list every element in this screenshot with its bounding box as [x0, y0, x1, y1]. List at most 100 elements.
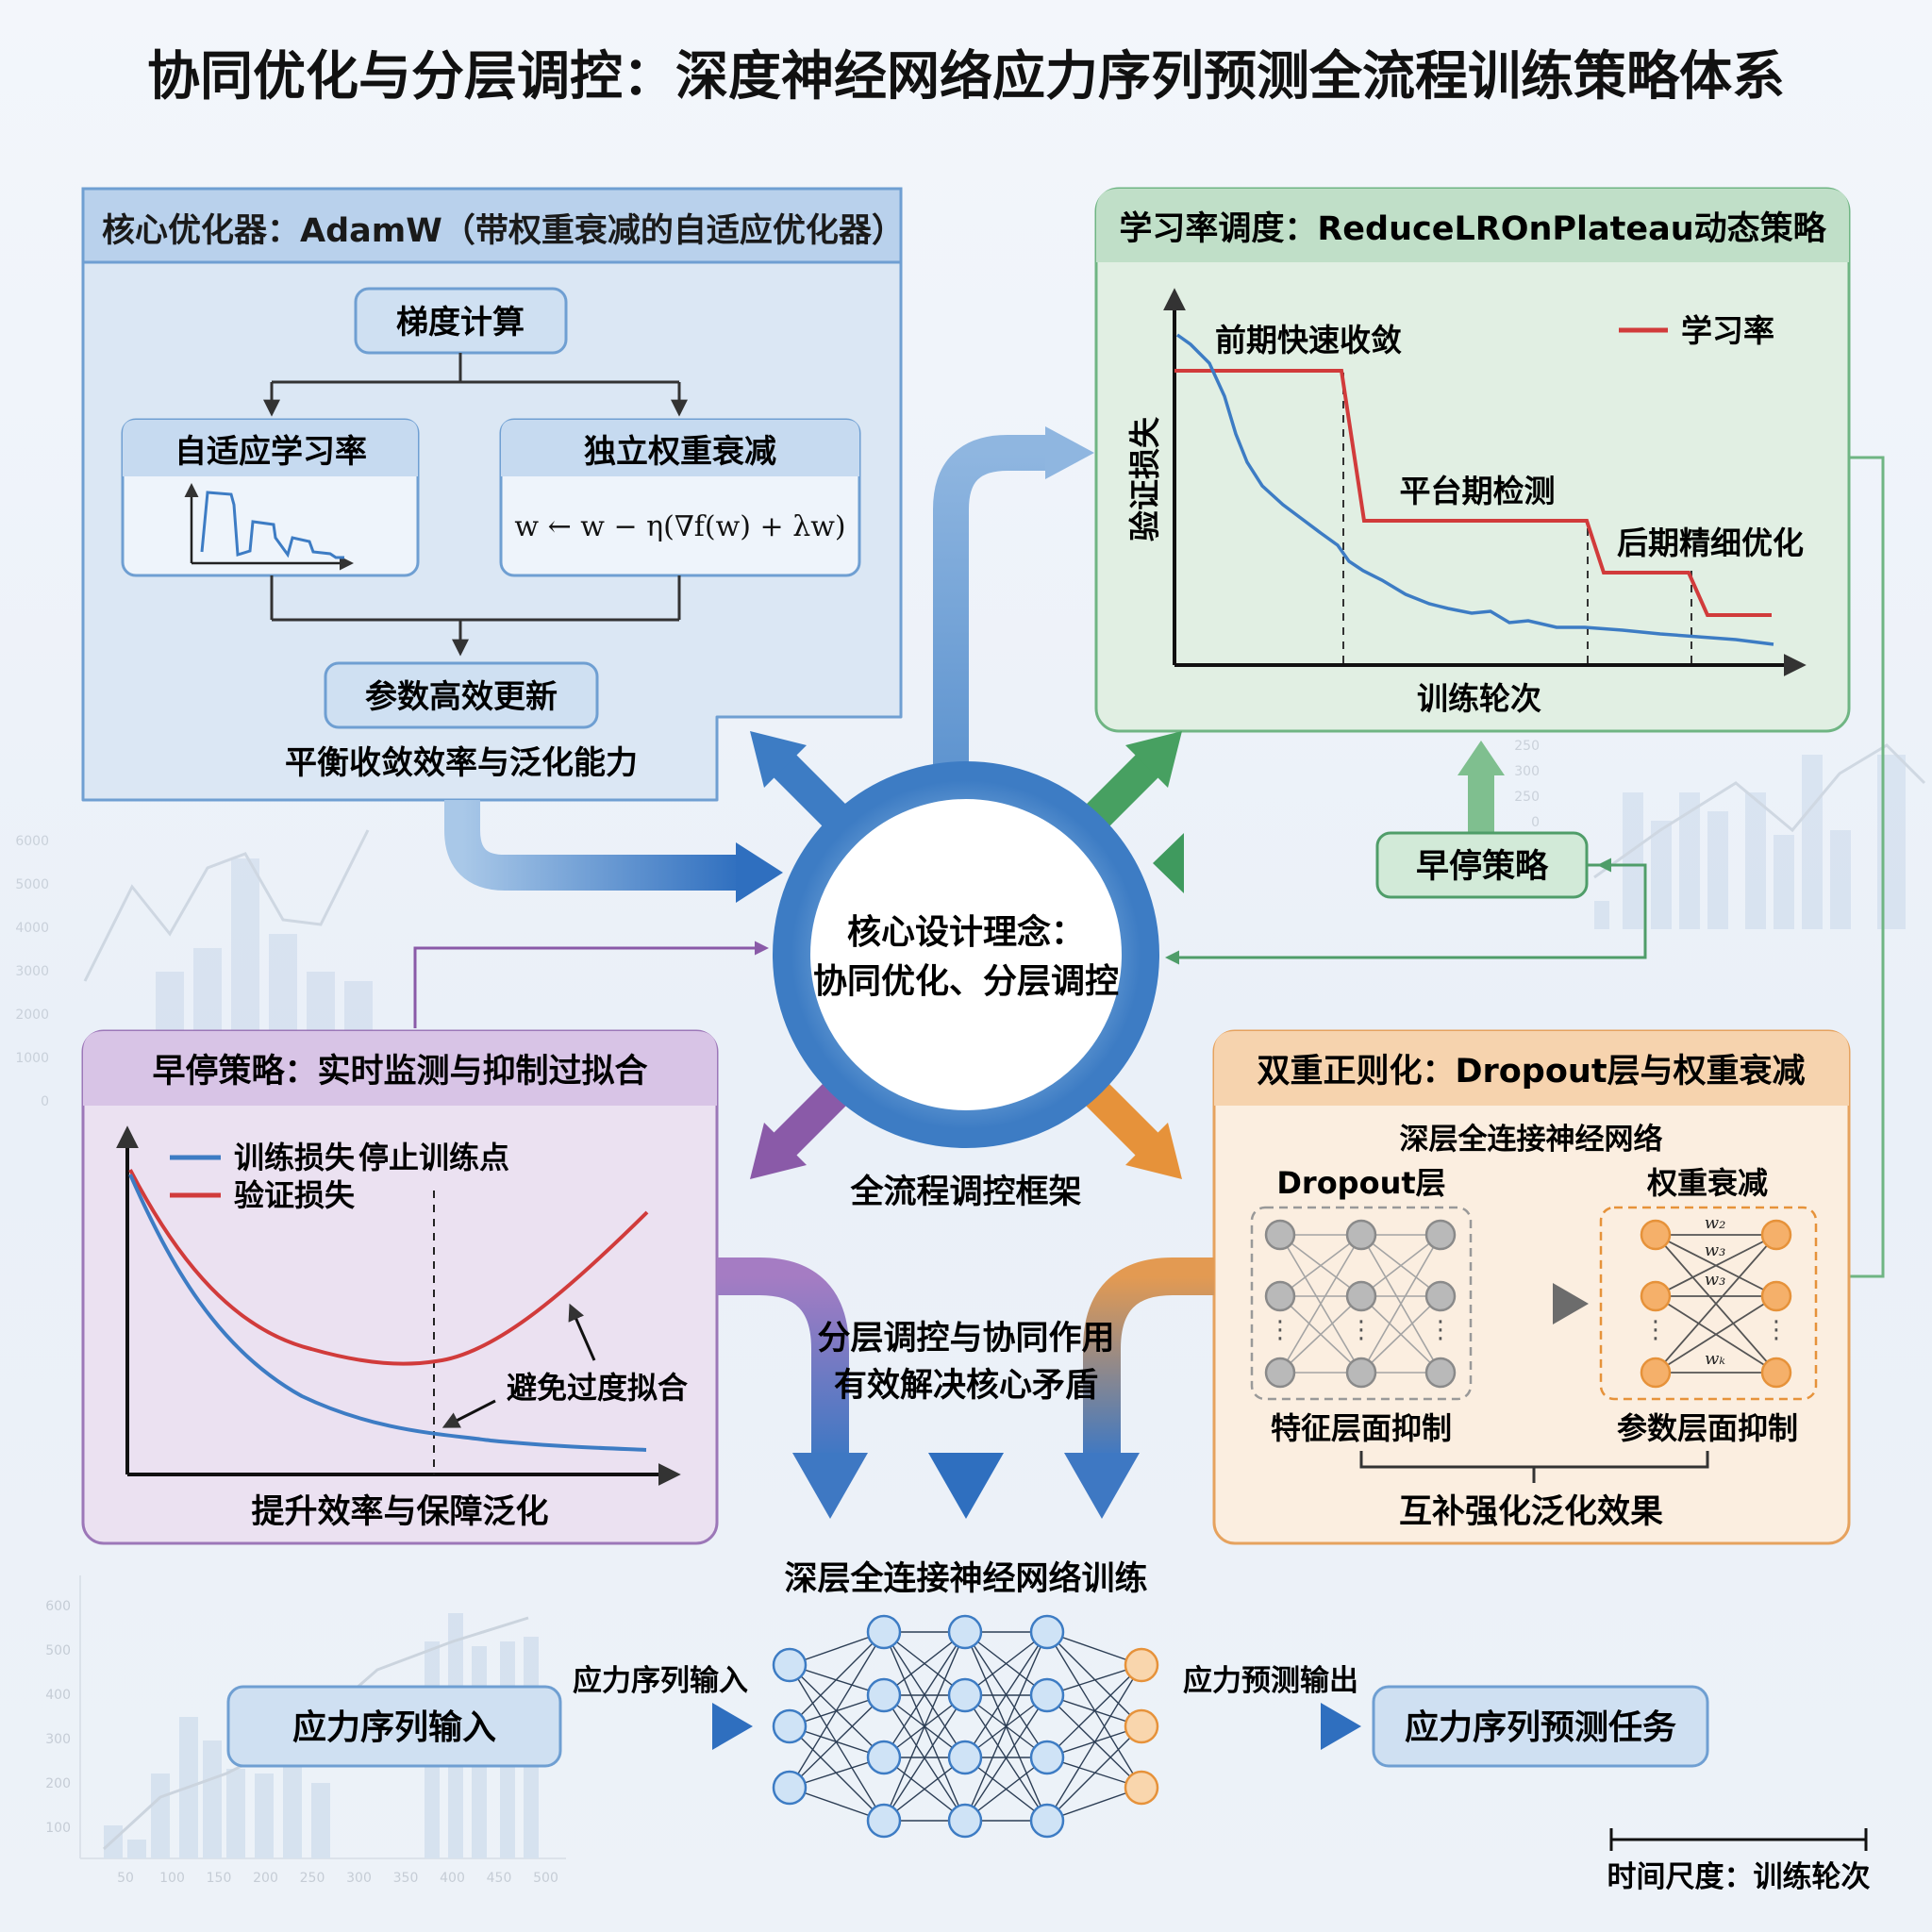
early-stop-chart: 训练损失 停止训练点 验证损失 避免过度拟合: [116, 1125, 688, 1486]
input-box-label: 应力序列输入: [292, 1708, 496, 1747]
regularization-scheduler-link: [1849, 456, 1885, 1278]
network-node: [1640, 1280, 1672, 1312]
network-node: [866, 1677, 902, 1713]
train-loss-legend: 训练损失: [234, 1140, 356, 1175]
network-node: [1640, 1357, 1672, 1389]
network-node: [1124, 1647, 1159, 1683]
network-edge: [1046, 1631, 1142, 1727]
avoid-overfit-label: 避免过度拟合: [507, 1370, 688, 1406]
background-tick-label: 300: [1514, 764, 1540, 779]
adamw-formula: w ← w − η(∇f(w) + λw): [514, 510, 845, 543]
network-node: [772, 1770, 808, 1806]
network-node: [1264, 1357, 1296, 1389]
network-node: [1029, 1803, 1065, 1839]
regularization-bracket: [1359, 1451, 1709, 1483]
ellipsis-marker: ⋮: [1268, 1316, 1292, 1344]
dropout-net-box: [1250, 1206, 1473, 1401]
param-suppression-label: 参数层面抑制: [1617, 1410, 1798, 1446]
output-arrow-label: 应力预测输出: [1183, 1664, 1358, 1698]
network-node: [866, 1803, 902, 1839]
background-tick-label: 1000: [15, 1051, 49, 1066]
early-phase-label: 前期快速收敛: [1215, 322, 1402, 358]
learning-rate-step-line: [1174, 369, 1772, 617]
regularization-subtitle: 深层全连接神经网络: [1400, 1123, 1663, 1157]
network-node: [866, 1740, 902, 1775]
training-loss-curve: [128, 1174, 647, 1452]
core-concept-line1: 核心设计理念：: [847, 912, 1085, 952]
network-edge: [1046, 1631, 1142, 1789]
main-neural-network: [772, 1614, 1159, 1839]
weight-symbol: w₃: [1705, 1270, 1726, 1290]
background-tick-label: 0: [1531, 815, 1540, 830]
network-node: [1424, 1219, 1457, 1251]
network-node: [1760, 1280, 1792, 1312]
network-node: [1345, 1219, 1377, 1251]
background-tick-label: 450: [487, 1871, 512, 1886]
network-node: [1029, 1614, 1065, 1650]
network-edge: [1655, 1295, 1777, 1374]
early-stop-tag: 早停策略: [1375, 831, 1589, 899]
network-node: [1424, 1280, 1457, 1312]
scheduler-header: 学习率调度：ReduceLROnPlateau动态策略: [1119, 209, 1826, 248]
network-node: [1424, 1357, 1457, 1389]
network-node: [1264, 1280, 1296, 1312]
background-tick-label: 400: [440, 1871, 465, 1886]
optimizer-header: 核心优化器：AdamW（带权重衰减的自适应优化器）: [102, 211, 905, 250]
network-node: [947, 1803, 983, 1839]
background-tick-label: 50: [117, 1871, 134, 1886]
hierarchy-line2: 有效解决核心矛盾: [834, 1367, 1098, 1405]
weight-symbol: w₂: [1705, 1213, 1726, 1233]
background-tick-label: 250: [1514, 739, 1540, 754]
update-box: [324, 661, 599, 729]
decay-network: ⋮⋮: [1640, 1219, 1792, 1389]
optimizer-caption: 平衡收敛效率与泛化能力: [285, 744, 638, 782]
network-node: [1345, 1357, 1377, 1389]
regularization-header: 双重正则化：Dropout层与权重衰减: [1257, 1053, 1805, 1091]
network-edge: [1279, 1234, 1362, 1297]
network-edge: [1360, 1234, 1441, 1297]
optimizer-panel: 核心优化器：AdamW（带权重衰减的自适应优化器） 梯度计算 自适应学习率 独立…: [81, 187, 905, 802]
decay-label: 独立权重衰减: [584, 433, 776, 471]
background-tick-label: 350: [393, 1871, 419, 1886]
validation-loss-curve: [1175, 333, 1774, 646]
network-edge: [1360, 1295, 1441, 1374]
scheduler-panel: 学习率调度：ReduceLROnPlateau动态策略 前期快速收敛 学习率 平…: [1094, 187, 1851, 733]
network-edge: [789, 1631, 885, 1727]
time-scale-bar: 时间尺度：训练轮次: [1607, 1828, 1871, 1894]
network-edge: [964, 1694, 1048, 1822]
network-edge: [964, 1631, 1048, 1696]
network-node: [1264, 1219, 1296, 1251]
background-tick-label: 6000: [15, 834, 49, 849]
network-edge: [789, 1694, 885, 1789]
background-tick-label: 100: [45, 1821, 71, 1836]
background-tick-label: 200: [45, 1776, 71, 1791]
network-edge: [1655, 1234, 1777, 1297]
network-node: [866, 1614, 902, 1650]
early-stop-tag-label: 早停策略: [1416, 848, 1549, 886]
early-stop-panel: 早停策略：实时监测与抑制过拟合 训练损失 停止训练点 验证损失 避免过度拟合 提…: [81, 1029, 719, 1545]
decay-net-box: [1599, 1206, 1818, 1401]
early-stop-header: 早停策略：实时监测与抑制过拟合: [152, 1053, 647, 1091]
network-edge: [883, 1694, 966, 1822]
network-node: [1345, 1280, 1377, 1312]
framework-label: 全流程调控框架: [849, 1173, 1081, 1211]
network-node: [947, 1614, 983, 1650]
regularization-panel: 双重正则化：Dropout层与权重衰减 深层全连接神经网络 Dropout层 权…: [1212, 1029, 1851, 1545]
network-node: [772, 1647, 808, 1683]
validation-loss-curve: [128, 1169, 649, 1366]
background-tick-label: 250: [300, 1871, 325, 1886]
network-edge: [789, 1725, 885, 1822]
page-title: 协同优化与分层调控：深度神经网络应力序列预测全流程训练策略体系: [147, 46, 1785, 108]
ellipsis-marker: ⋮: [1764, 1316, 1789, 1344]
scheduler-xlabel: 训练轮次: [1417, 680, 1541, 717]
background-tick-label: 300: [346, 1871, 372, 1886]
gradient-split-connector: [263, 353, 688, 417]
background-tick-label: 4000: [15, 921, 49, 936]
network-node: [1124, 1708, 1159, 1744]
network-node: [1029, 1677, 1065, 1713]
lr-legend-label: 学习率: [1681, 312, 1774, 349]
val-loss-legend: 验证损失: [234, 1177, 356, 1213]
